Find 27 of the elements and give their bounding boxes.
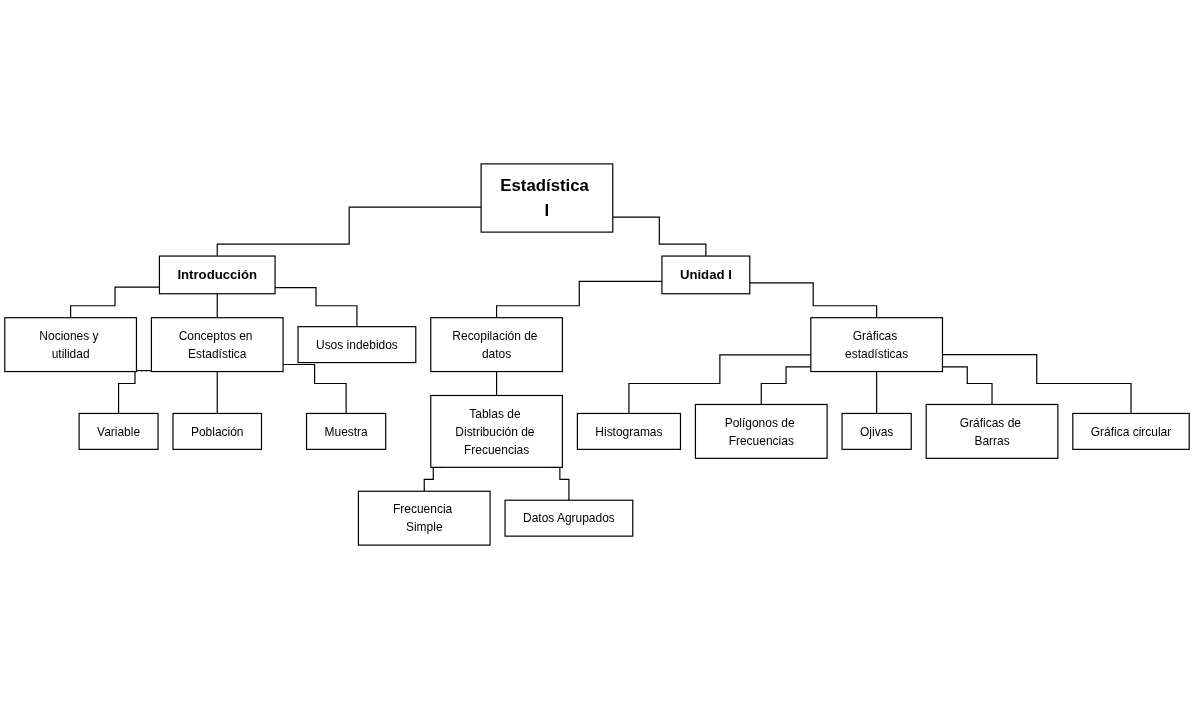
node-box: Gráficas estadísticas [810, 317, 944, 373]
node-box: Unidad I [661, 255, 751, 295]
node-box: Gráfica circular [1072, 412, 1190, 450]
node-box: Gráficas de Barras [925, 403, 1059, 459]
node-box: Frecuencia Simple [357, 490, 491, 546]
node-box: Ojivas [841, 412, 912, 450]
connector [495, 370, 498, 397]
connector [117, 369, 152, 415]
node-box: Polígonos de Frecuencias [694, 403, 828, 459]
node-box: Estadística I [480, 163, 614, 233]
node-box: Tablas de Distribución de Frecuencias [430, 394, 563, 468]
connector [216, 206, 482, 257]
node-box: Población [172, 412, 263, 450]
connector [216, 370, 218, 415]
node-box: Muestra [305, 412, 387, 450]
node-box: Datos Agrupados [504, 499, 634, 537]
node-box: Variable [78, 412, 159, 450]
connector [216, 293, 218, 319]
node-box: Histogramas [576, 412, 682, 450]
node-box: Conceptos en Estadística [150, 317, 284, 373]
node-box: Usos indebidos [297, 326, 417, 364]
connector [612, 216, 707, 257]
connector [876, 370, 878, 415]
node-box: Nociones y utilidad [4, 317, 138, 373]
connector [749, 282, 878, 319]
node-box: Introducción [158, 255, 276, 295]
node-box: Recopilación de datos [430, 317, 563, 373]
